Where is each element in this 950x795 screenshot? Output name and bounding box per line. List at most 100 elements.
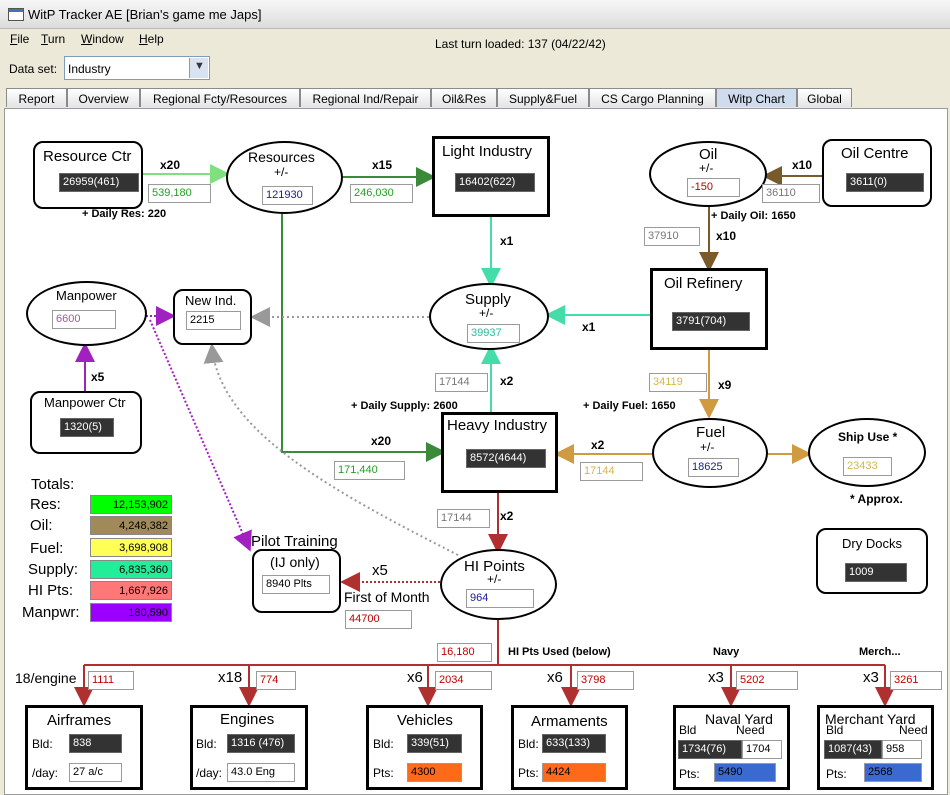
fuel-pm: +/-: [700, 440, 715, 454]
merchant-yard-need-label: Need: [899, 723, 928, 737]
armaments-mult-value: 3798: [577, 671, 634, 690]
daily-supply-label: + Daily Supply: 2600: [351, 400, 458, 412]
oil-refinery-node: Oil Refinery 3791(704): [650, 268, 768, 350]
engines-title: Engines: [220, 711, 275, 728]
vehicles-node: Vehicles Bld: 339(51) Pts: 4300: [366, 705, 483, 790]
dataset-select[interactable]: Industry ▼: [64, 56, 210, 80]
totals-oil-label: Oil:: [30, 517, 53, 534]
engines-node: Engines Bld: 1316 (476) /day: 43.0 Eng: [190, 705, 308, 790]
ship-use-value: 23433: [843, 457, 892, 476]
airframes-bld-value: 838: [69, 734, 122, 753]
tab-supply-fuel[interactable]: Supply&Fuel: [497, 88, 589, 107]
x5-mp-label: x5: [91, 370, 105, 384]
totals-res-value: 12,153,902: [90, 495, 172, 514]
supply-pm: +/-: [479, 306, 494, 320]
armaments-title: Armaments: [531, 713, 608, 730]
merch-label: Merch...: [859, 646, 901, 658]
resources-value: 121930: [262, 186, 313, 205]
tab-oil-res[interactable]: Oil&Res: [431, 88, 497, 107]
engines-bld-label: Bld:: [196, 737, 217, 751]
totals-supply-label: Supply:: [28, 561, 79, 578]
tab-witp-chart[interactable]: Witp Chart: [716, 88, 797, 107]
pilot-training-node: (IJ only) 8940 Plts: [252, 549, 341, 613]
vehicles-title: Vehicles: [397, 712, 453, 729]
x20-hi-label: x20: [371, 434, 392, 448]
supply-node: Supply +/- 39937: [429, 283, 549, 350]
li-flow-value: 246,030: [350, 184, 413, 203]
x5-pilot-label: x5: [372, 562, 388, 579]
naval-mult: x3: [708, 669, 724, 686]
dataset-label: Data set:: [9, 62, 58, 76]
totals-hi-label: HI Pts:: [28, 582, 74, 599]
oil-centre-title: Oil Centre: [841, 145, 909, 162]
new-ind-node: New Ind. 2215: [173, 289, 252, 345]
naval-yard-title: Naval Yard: [705, 711, 773, 727]
oil-refinery-title: Oil Refinery: [664, 275, 743, 292]
fuel-title: Fuel: [696, 424, 726, 441]
oil-title: Oil: [699, 146, 718, 163]
menu-help[interactable]: Help: [139, 32, 164, 46]
window-title: WitP Tracker AE [Brian's game me Japs]: [28, 7, 262, 22]
hi-points-flow-value: 17144: [437, 509, 490, 528]
manpower-node: Manpower 6600: [26, 281, 147, 346]
supply-value: 39937: [467, 324, 520, 343]
fuel-flow-top-value: 34119: [649, 373, 707, 392]
dry-docks-node: Dry Docks 1009: [816, 528, 928, 594]
armaments-bld-value: 633(133): [542, 734, 606, 753]
hi-res-flow-value: 171,440: [334, 461, 405, 480]
hi-points-title: HI Points: [464, 558, 525, 575]
daily-fuel-label: + Daily Fuel: 1650: [583, 400, 676, 412]
manpower-ctr-title: Manpower Ctr: [44, 395, 126, 410]
vehicles-pts-value: 4300: [407, 763, 462, 782]
hi-points-pm: +/-: [487, 572, 502, 586]
x2-supply-label: x2: [500, 374, 514, 388]
supply-title: Supply: [465, 291, 511, 308]
engines-bld-value: 1316 (476): [227, 734, 295, 753]
oil-refinery-value: 3791(704): [672, 312, 750, 331]
airframes-mult-value: 1111: [88, 671, 134, 690]
merchant-yard-pts-label: Pts:: [826, 767, 847, 781]
oil-flow-value: 36110: [762, 184, 820, 203]
dry-docks-title: Dry Docks: [842, 536, 902, 551]
dropdown-button[interactable]: ▼: [189, 58, 208, 78]
ship-use-title: Ship Use *: [838, 430, 898, 444]
dry-docks-value: 1009: [845, 563, 907, 582]
light-industry-node: Light Industry 16402(622): [432, 136, 550, 217]
tab-overview[interactable]: Overview: [67, 88, 140, 107]
tab-cs-cargo-planning[interactable]: CS Cargo Planning: [589, 88, 716, 107]
tab-report[interactable]: Report: [6, 88, 67, 107]
resources-title: Resources: [248, 149, 315, 165]
menu-window[interactable]: Window: [81, 32, 124, 46]
first-of-month-label: First of Month: [344, 589, 430, 605]
armaments-pts-value: 4424: [542, 763, 606, 782]
dataset-value: Industry: [68, 62, 111, 76]
refinery-flow-value: 37910: [644, 227, 700, 246]
tab-regional-ind-repair[interactable]: Regional Ind/Repair: [300, 88, 431, 107]
fuel-node: Fuel +/- 18625: [652, 418, 768, 488]
tab-global[interactable]: Global: [797, 88, 852, 107]
oil-centre-value: 3611(0): [846, 173, 924, 192]
menu-bar: File Turn Window Help: [0, 28, 950, 50]
merchant-mult-value: 3261: [890, 671, 942, 690]
resource-ctr-node: Resource Ctr 26959(461): [33, 141, 143, 209]
tab-regional-fcty-resources[interactable]: Regional Fcty/Resources: [140, 88, 300, 107]
menu-file[interactable]: File: [10, 32, 30, 46]
merchant-yard-need-value: 958: [882, 740, 922, 759]
resources-pm: +/-: [274, 165, 289, 179]
hi-used-flow-value: 16,180: [437, 643, 492, 662]
engines-mult-value: 774: [256, 671, 296, 690]
manpower-value: 6600: [52, 310, 116, 329]
naval-yard-need-value: 1704: [742, 740, 782, 759]
totals-res-label: Res:: [30, 496, 61, 513]
pilot-flow-value: 44700: [345, 610, 412, 629]
x9-label: x9: [718, 378, 732, 392]
naval-mult-value: 5202: [736, 671, 798, 690]
daily-oil-label: + Daily Oil: 1650: [711, 210, 796, 222]
naval-yard-pts-value: 5490: [714, 763, 776, 782]
menu-turn[interactable]: Turn: [41, 32, 66, 46]
resource-ctr-value: 26959(461): [59, 173, 139, 192]
ship-use-node: Ship Use * 23433: [808, 418, 926, 487]
merchant-yard-title: Merchant Yard: [825, 711, 916, 727]
resource-ctr-title: Resource Ctr: [43, 148, 132, 165]
